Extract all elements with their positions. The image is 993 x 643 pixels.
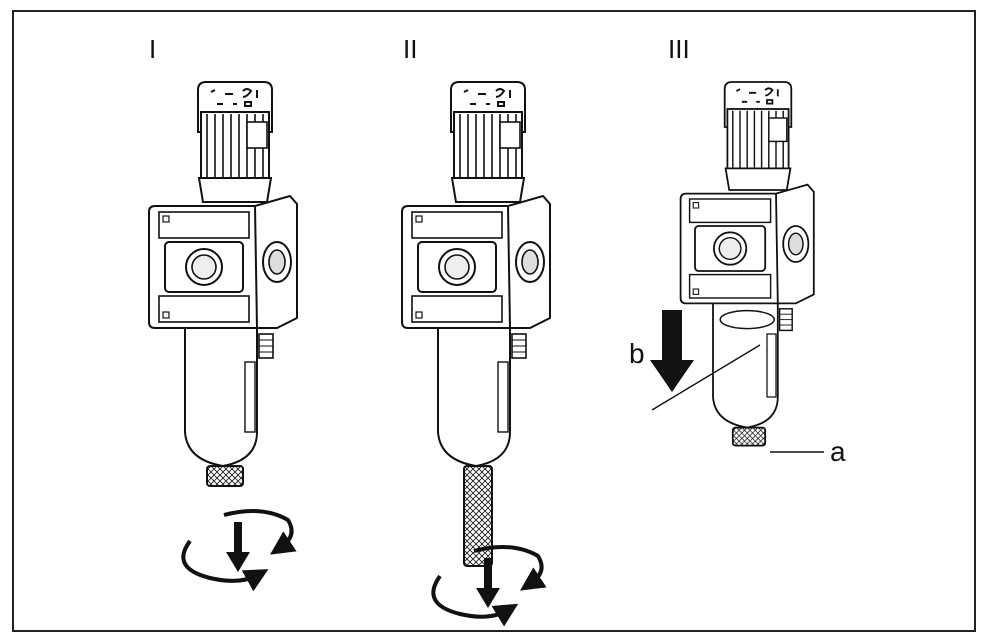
rotate-arrow-i-icon (181, 509, 297, 592)
unit-iii-filter-regulator (679, 81, 815, 447)
panel-label-i: I (149, 34, 157, 64)
rotate-arrow-ii-icon (431, 545, 547, 627)
unit-i-filter-regulator (148, 81, 298, 487)
callout-label-b: b (629, 338, 645, 369)
push-down-arrow-icon (650, 310, 761, 411)
unit-ii-filter-regulator (401, 81, 551, 567)
panel-label-iii: III (668, 34, 690, 64)
figure-frame (12, 10, 976, 632)
panel-label-ii: II (403, 34, 418, 64)
callout-label-a: a (830, 436, 846, 467)
